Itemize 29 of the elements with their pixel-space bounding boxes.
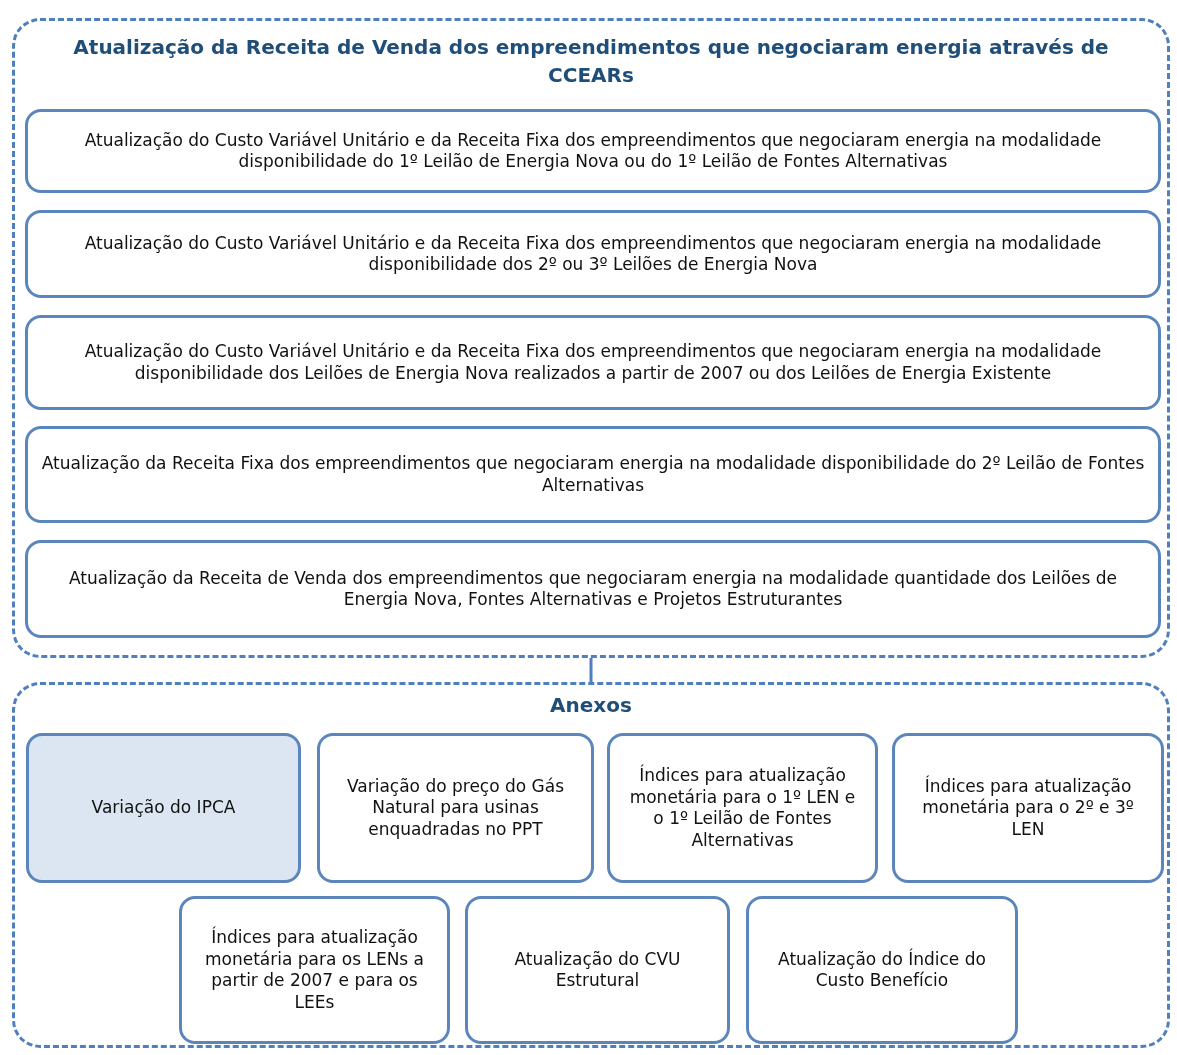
dashed-group-frame (12, 682, 1170, 1048)
connector-line (589, 658, 593, 682)
text-box (25, 426, 1161, 523)
box-text: Índices para atualização monetária para o 1º LEN e o 1º Leilão de Fontes Alternativas (628, 765, 857, 851)
box-text: Atualização do CVU Estrutural (513, 948, 682, 992)
box-text: Índices para atualização monetária para o 2º e 3º LEN (921, 775, 1135, 841)
text-box (25, 210, 1161, 298)
box-text: Atualização da Receita Fixa dos empreendimentos que negociaram energia na modalidade disponibilidade do 2º Leilão de Fontes Alternativas (40, 453, 1146, 496)
text-box (25, 540, 1161, 638)
group-title: Anexos (550, 692, 632, 719)
dashed-group-frame (12, 18, 1170, 658)
text-box (892, 733, 1164, 883)
box-text: Atualização da Receita de Venda dos empreendimentos que negociaram energia na modalidade quantidade dos Leilões de Energia Nova, Fontes Alternativas e Projetos Estruturantes (67, 567, 1119, 611)
box-text: Variação do IPCA (91, 797, 236, 819)
text-box (25, 315, 1161, 410)
text-box (607, 733, 878, 883)
text-box (317, 733, 594, 883)
group-title: Atualização da Receita de Venda dos empreendimentos que negociaram energia através de CCEARs (72, 34, 1110, 89)
text-box (746, 896, 1018, 1044)
box-text: Atualização do Índice do Custo Benefício (777, 948, 987, 992)
box-text: Variação do preço do Gás Natural para usinas enquadradas no PPT (345, 775, 566, 841)
box-text: Atualização do Custo Variável Unitário e da Receita Fixa dos empreendimentos que negociaram energia na modalidade disponibilidade dos Leilões de Energia Nova realizados a partir de 2007 ou dos Leilões de Energia Existente (83, 341, 1103, 384)
box-text: Índices para atualização monetária para os LENs a partir de 2007 e para os LEEs (203, 927, 426, 1013)
box-text: Atualização do Custo Variável Unitário e da Receita Fixa dos empreendimentos que negociaram energia na modalidade disponibilidade dos 2º ou 3º Leilões de Energia Nova (83, 232, 1103, 276)
text-box (25, 109, 1161, 193)
text-box (179, 896, 450, 1044)
text-box (465, 896, 730, 1044)
text-box (26, 733, 301, 883)
box-text: Atualização do Custo Variável Unitário e da Receita Fixa dos empreendimentos que negociaram energia na modalidade disponibilidade do 1º Leilão de Energia Nova ou do 1º Leilão de Fontes Alternativas (83, 129, 1103, 173)
